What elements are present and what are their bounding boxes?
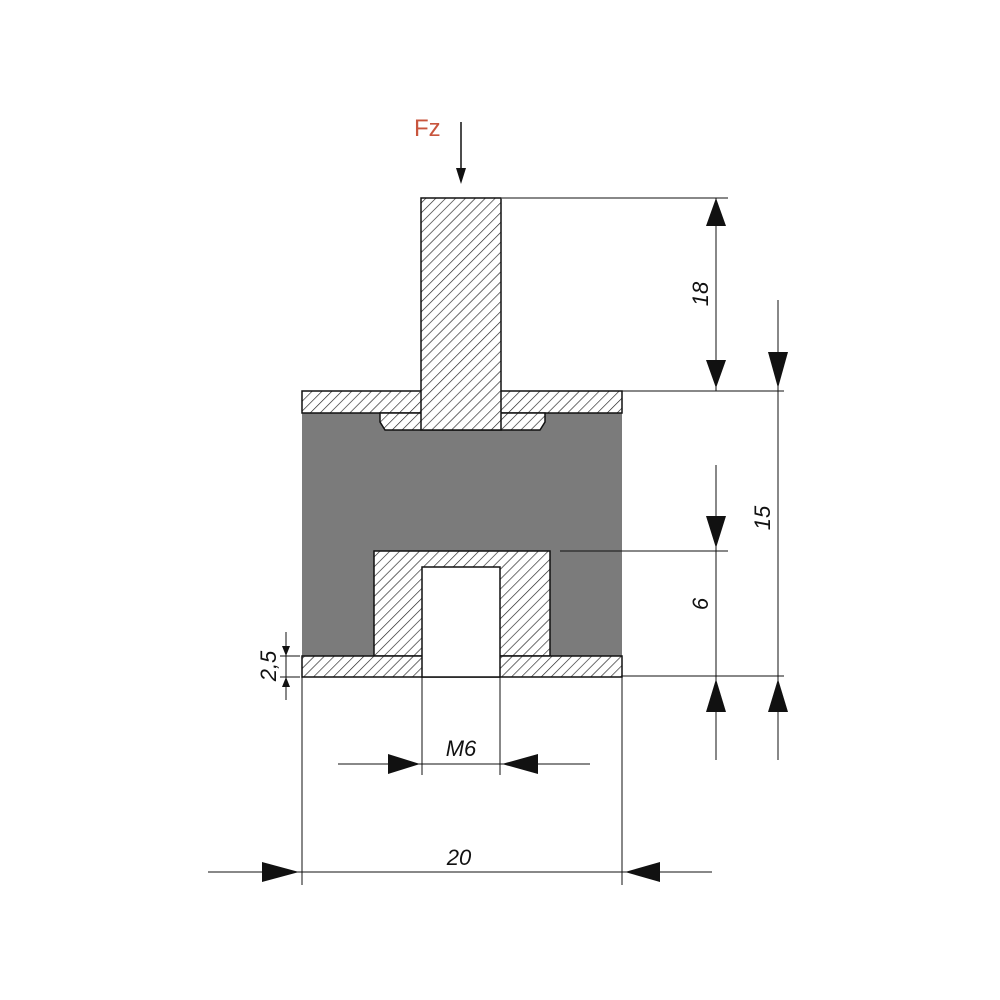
dimension-stud-length-label: 18: [688, 281, 713, 306]
dimension-plate-thickness: 2,5: [256, 632, 290, 700]
dimension-total-height-label: 15: [750, 505, 775, 530]
dimension-total-height: 15: [750, 300, 788, 760]
dimension-thread-size: M6: [338, 736, 590, 774]
extension-lines: [280, 197, 784, 885]
dimension-thread-depth-label: 6: [688, 597, 713, 610]
dimension-diameter-label: 20: [446, 845, 472, 870]
dimension-stud-length: 18: [688, 198, 726, 391]
force-indicator: Fz: [414, 115, 466, 184]
force-arrow-head: [456, 168, 466, 184]
dimension-diameter: 20: [208, 845, 712, 882]
dimension-thread-depth: 6: [688, 465, 726, 760]
dimension-thread-size-label: M6: [446, 736, 477, 761]
threaded-stud: [420, 197, 502, 431]
force-label: Fz: [414, 115, 441, 142]
thread-hole: [421, 566, 501, 678]
dimension-plate-thickness-label: 2,5: [256, 650, 281, 682]
